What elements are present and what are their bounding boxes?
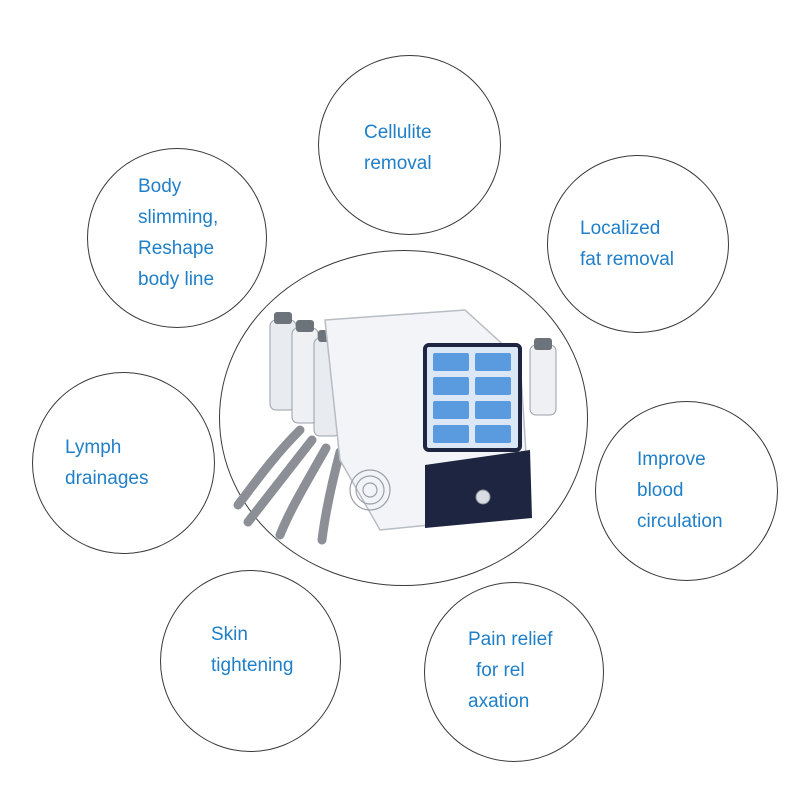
benefit-line: Lymph xyxy=(65,437,122,458)
benefit-circle-localized-fat xyxy=(547,155,729,333)
benefit-circle-pain-relief xyxy=(424,582,604,762)
benefit-line: circulation xyxy=(637,511,723,532)
benefit-line: Localized xyxy=(580,218,661,239)
benefit-line: slimming, xyxy=(138,207,219,228)
benefit-line: axation xyxy=(468,691,530,712)
benefit-circle-skin xyxy=(160,570,341,752)
benefit-label-pain-relief: Pain relief for rel axation xyxy=(468,624,553,717)
touch-screen xyxy=(423,343,522,452)
benefit-line: Improve xyxy=(637,449,706,470)
benefit-label-circulation: Improve blood circulation xyxy=(637,444,723,537)
benefit-line: tightening xyxy=(211,655,294,676)
benefit-circle-circulation xyxy=(595,401,778,581)
benefit-line: removal xyxy=(364,153,432,174)
benefit-line: Cellulite xyxy=(364,122,432,143)
hoses xyxy=(233,425,345,545)
power-knob xyxy=(475,489,491,505)
benefit-line: for rel xyxy=(476,660,525,681)
benefit-line: blood xyxy=(637,480,684,501)
benefit-label-skin: Skin tightening xyxy=(211,619,293,681)
benefit-line: drainages xyxy=(65,468,149,489)
right-applicator xyxy=(529,338,557,416)
screen-tiles xyxy=(433,353,511,443)
benefit-line: Reshape xyxy=(138,238,215,259)
benefit-label-body-slimming: Body slimming, Reshape body line xyxy=(138,171,218,295)
benefit-line: body line xyxy=(138,269,215,290)
benefit-line: Pain relief xyxy=(468,629,553,650)
device-base-panel xyxy=(425,450,532,528)
benefit-circle-lymph xyxy=(32,372,215,554)
benefit-line: Skin xyxy=(211,624,248,645)
benefit-line: fat removal xyxy=(580,249,674,270)
benefit-label-lymph: Lymph drainages xyxy=(65,432,148,494)
fan-grille xyxy=(349,469,391,511)
benefit-label-localized-fat: Localized fat removal xyxy=(580,213,674,275)
cryolipolysis-machine-image xyxy=(233,309,557,545)
benefit-line: Body xyxy=(138,176,182,197)
benefit-circle-body-slimming xyxy=(87,148,267,328)
product-circle xyxy=(219,250,588,586)
benefit-circle-cellulite xyxy=(318,55,501,235)
benefit-label-cellulite: Cellulite removal xyxy=(364,117,432,179)
